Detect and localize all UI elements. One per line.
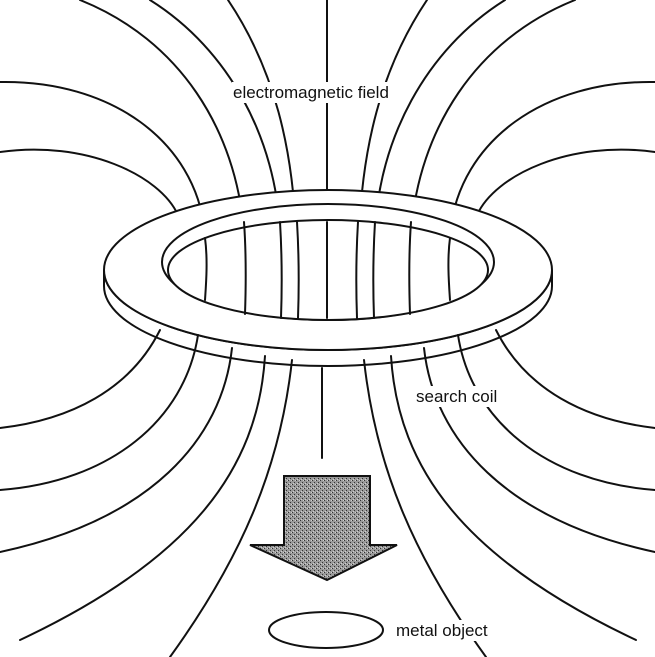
metal-object-disc [268,611,384,649]
field-line-hole-right-1 [447,237,451,301]
field-line-right-upper-1 [449,80,655,233]
field-line-right-lower-3 [390,355,637,641]
field-line-hole-right-3 [372,221,376,319]
field-line-left-lower-2 [0,347,233,553]
field-line-hole-right-2 [408,221,412,315]
field-line-hole-left-4 [296,221,300,319]
electromagnetic-field-label: electromagnetic field [232,82,390,103]
field-line-right-lower-4 [363,359,487,657]
field-line-right-upper-2 [476,148,655,216]
field-line-right-upper-3 [410,0,576,233]
field-line-left-lower-1 [0,334,199,491]
field-line-hole-left-1 [204,237,208,301]
field-line-right-lower-5 [495,329,655,429]
field-line-right-lower-1 [457,334,655,491]
search-coil-label: search coil [414,386,500,407]
field-line-left-lower-3 [19,355,266,641]
field-line-left-lower-4 [169,359,293,657]
field-line-hole-right-4 [355,221,359,319]
field-line-left-lower-5 [0,329,161,429]
field-line-hole-left-2 [243,221,247,315]
down-arrow-icon [249,475,398,582]
field-line-right-lower-2 [423,347,655,553]
field-line-left-upper-3 [79,0,245,233]
field-line-left-upper-1 [0,80,206,233]
field-line-hole-left-3 [279,221,283,319]
field-line-left-upper-2 [0,148,179,216]
metal-object-label: metal object [394,620,490,641]
